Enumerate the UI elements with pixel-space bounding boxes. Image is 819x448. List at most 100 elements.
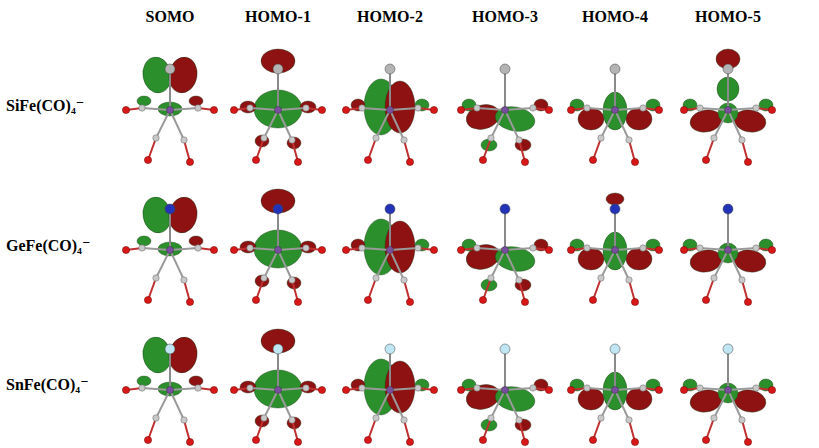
oxygen-atom <box>144 296 151 303</box>
column-header: HOMO-4 <box>582 8 648 26</box>
oxygen-atom <box>122 106 129 113</box>
iron-atom <box>502 387 509 394</box>
bond <box>278 110 292 140</box>
bond <box>389 69 391 110</box>
iron-atom <box>502 107 509 114</box>
carbon-atom <box>697 245 703 251</box>
oxygen-atom <box>655 386 662 393</box>
carbon-atom <box>626 417 632 423</box>
orbital-lobe <box>166 55 200 95</box>
oxygen-atom <box>702 296 709 303</box>
oxygen-atom <box>479 296 486 303</box>
bond <box>728 108 756 110</box>
bond <box>250 388 278 390</box>
carbon-atom <box>488 135 494 141</box>
bond <box>278 390 292 420</box>
bond <box>505 388 533 390</box>
bond <box>728 110 742 140</box>
bond <box>250 248 278 250</box>
orbital-lobe <box>166 195 200 235</box>
orbital-lobe <box>189 376 203 386</box>
carbon-atom <box>598 135 604 141</box>
oxygen-atom <box>186 158 193 165</box>
orbital-lobe <box>578 108 604 130</box>
oxygen-atom <box>364 156 371 163</box>
bond <box>700 248 728 250</box>
iron-atom <box>725 247 732 254</box>
iron-atom <box>167 387 174 394</box>
carbon-atom <box>153 135 159 141</box>
carbon-atom <box>488 415 494 421</box>
carbon-atom <box>584 385 590 391</box>
carbon-atom <box>261 415 267 421</box>
oxygen-atom <box>122 386 129 393</box>
oxygen-atom <box>406 438 413 445</box>
carbon-atom <box>359 385 365 391</box>
bond <box>264 390 278 418</box>
bond <box>390 110 404 140</box>
bond <box>727 209 729 250</box>
oxygen-atom <box>318 246 325 253</box>
bond <box>615 390 629 420</box>
bond <box>505 108 533 110</box>
oxygen-atom <box>230 246 237 253</box>
iron-atom <box>612 107 619 114</box>
bond <box>614 69 616 110</box>
orbital-lobe <box>240 381 256 393</box>
group14-atom <box>610 204 620 214</box>
carbon-atom <box>415 385 421 391</box>
oxygen-atom <box>342 246 349 253</box>
oxygen-atom <box>631 438 638 445</box>
bond <box>491 250 505 278</box>
bond <box>170 248 198 250</box>
bond <box>142 388 170 390</box>
oxygen-atom <box>744 158 751 165</box>
bond <box>277 349 279 390</box>
oxygen-atom <box>457 106 464 113</box>
oxygen-atom <box>631 298 638 305</box>
orbital-lobe <box>189 96 203 106</box>
group14-atom <box>500 204 510 214</box>
orbital-lobe <box>189 236 203 246</box>
carbon-atom <box>753 385 759 391</box>
orbital-lobe <box>606 193 624 205</box>
carbon-atom <box>195 105 201 111</box>
orbital-lobe <box>300 101 316 113</box>
bond <box>250 108 278 110</box>
bond <box>169 69 171 110</box>
oxygen-atom <box>230 386 237 393</box>
carbon-atom <box>303 245 309 251</box>
oxygen-atom <box>521 158 528 165</box>
oxygen-atom <box>406 298 413 305</box>
bond <box>362 388 390 390</box>
bond <box>601 390 615 418</box>
oxygen-atom <box>567 386 574 393</box>
bond <box>169 209 171 250</box>
bond <box>728 390 742 420</box>
iron-atom <box>387 387 394 394</box>
oxygen-atom <box>144 436 151 443</box>
group14-atom <box>273 204 283 214</box>
carbon-atom <box>488 275 494 281</box>
carbon-atom <box>739 277 745 283</box>
carbon-atom <box>516 137 522 143</box>
oxygen-atom <box>545 246 552 253</box>
bond <box>156 110 170 138</box>
oxygen-atom <box>364 436 371 443</box>
oxygen-atom <box>186 298 193 305</box>
oxygen-atom <box>768 106 775 113</box>
bond <box>615 108 643 110</box>
orbital-lobe <box>137 236 151 246</box>
orbital-lobe <box>240 101 256 113</box>
carbon-atom <box>153 415 159 421</box>
iron-atom <box>275 247 282 254</box>
oxygen-atom <box>364 296 371 303</box>
oxygen-atom <box>631 158 638 165</box>
group14-atom <box>165 64 175 74</box>
row-label: SiFe(CO)₄⁻ <box>6 97 84 115</box>
group14-atom <box>273 344 283 354</box>
bond <box>277 209 279 250</box>
orbital-lobe <box>166 335 200 375</box>
oxygen-atom <box>294 298 301 305</box>
group14-atom <box>723 64 733 74</box>
